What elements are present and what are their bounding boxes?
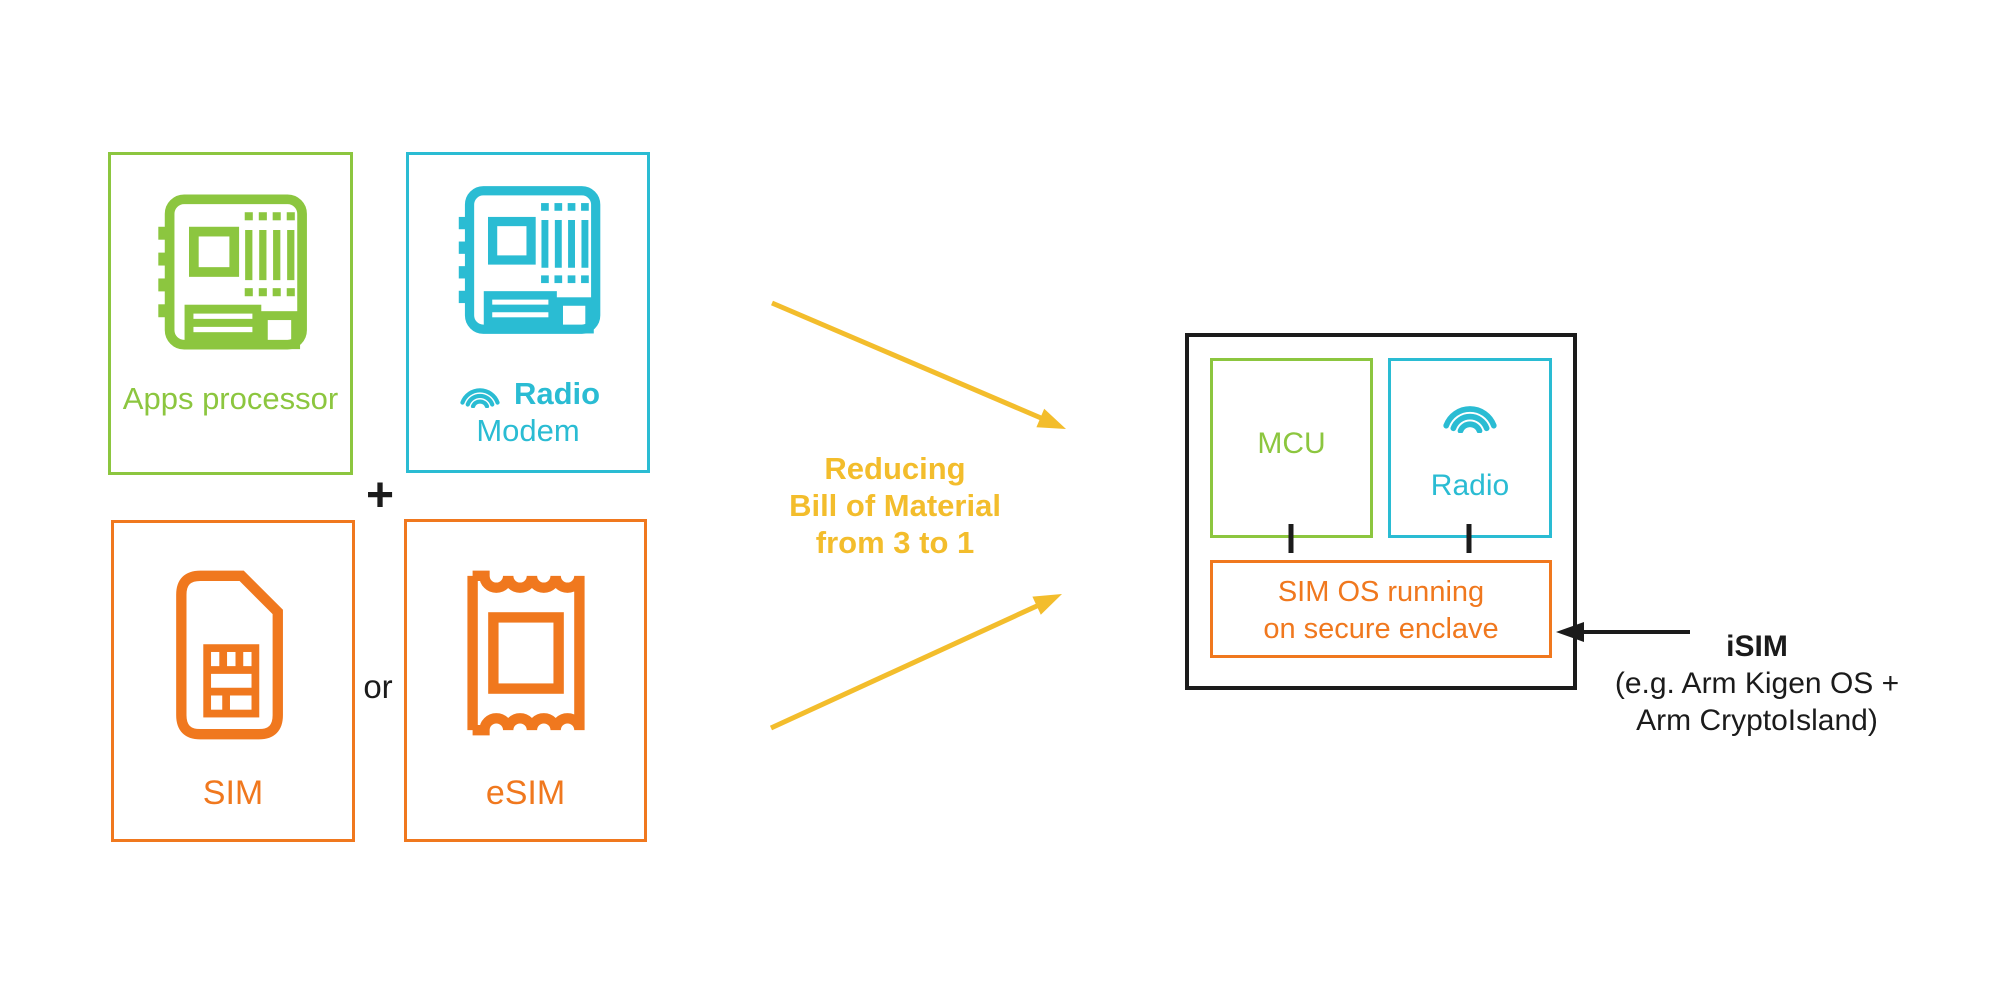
esim-label: eSIM bbox=[485, 774, 566, 812]
isim-title: iSIM bbox=[1726, 630, 1788, 663]
circuit-board-icon bbox=[448, 183, 608, 337]
caption-line-3: from 3 to 1 bbox=[815, 525, 975, 560]
apps-processor-box: Apps processor bbox=[108, 152, 353, 475]
yellow-arrow-bottom bbox=[769, 594, 1062, 731]
sim-os-box: SIM OS running on secure enclave bbox=[1210, 560, 1552, 658]
mcu-label: MCU bbox=[1257, 427, 1326, 460]
reduction-caption: Reducing Bill of Material from 3 to 1 bbox=[745, 450, 1045, 561]
circuit-board-icon bbox=[147, 191, 315, 353]
soc-radio-box: Radio bbox=[1388, 358, 1552, 538]
radio-label: Radio bbox=[513, 376, 601, 411]
sim-os-line2: on secure enclave bbox=[1263, 613, 1499, 645]
caption-line-1: Reducing bbox=[824, 451, 966, 486]
sim-box: SIM bbox=[111, 520, 355, 842]
radio-modem-line1: Radio bbox=[409, 376, 647, 412]
plus-sign: + bbox=[365, 469, 395, 522]
isim-subtitle-line2: Arm CryptoIsland) bbox=[1636, 704, 1878, 737]
mcu-box: MCU bbox=[1210, 358, 1373, 538]
esim-chip-icon bbox=[451, 564, 601, 742]
isim-subtitle-line1: (e.g. Arm Kigen OS + bbox=[1614, 667, 1900, 700]
wifi-icon bbox=[1434, 395, 1506, 433]
apps-processor-label: Apps processor bbox=[122, 381, 339, 416]
sim-card-icon bbox=[171, 563, 295, 747]
sim-os-line1: SIM OS running bbox=[1277, 576, 1485, 608]
esim-box: eSIM bbox=[404, 519, 647, 842]
or-label: or bbox=[363, 668, 393, 705]
caption-line-2: Bill of Material bbox=[789, 488, 1001, 523]
soc-radio-label: Radio bbox=[1430, 469, 1510, 502]
modem-label: Modem bbox=[476, 413, 580, 448]
yellow-arrow-top bbox=[771, 300, 1066, 429]
sim-label: SIM bbox=[202, 774, 264, 812]
wifi-icon bbox=[456, 380, 504, 408]
isim-annotation: iSIM (e.g. Arm Kigen OS + Arm CryptoIsla… bbox=[1607, 628, 1907, 739]
radio-modem-box: Radio Modem bbox=[406, 152, 650, 473]
